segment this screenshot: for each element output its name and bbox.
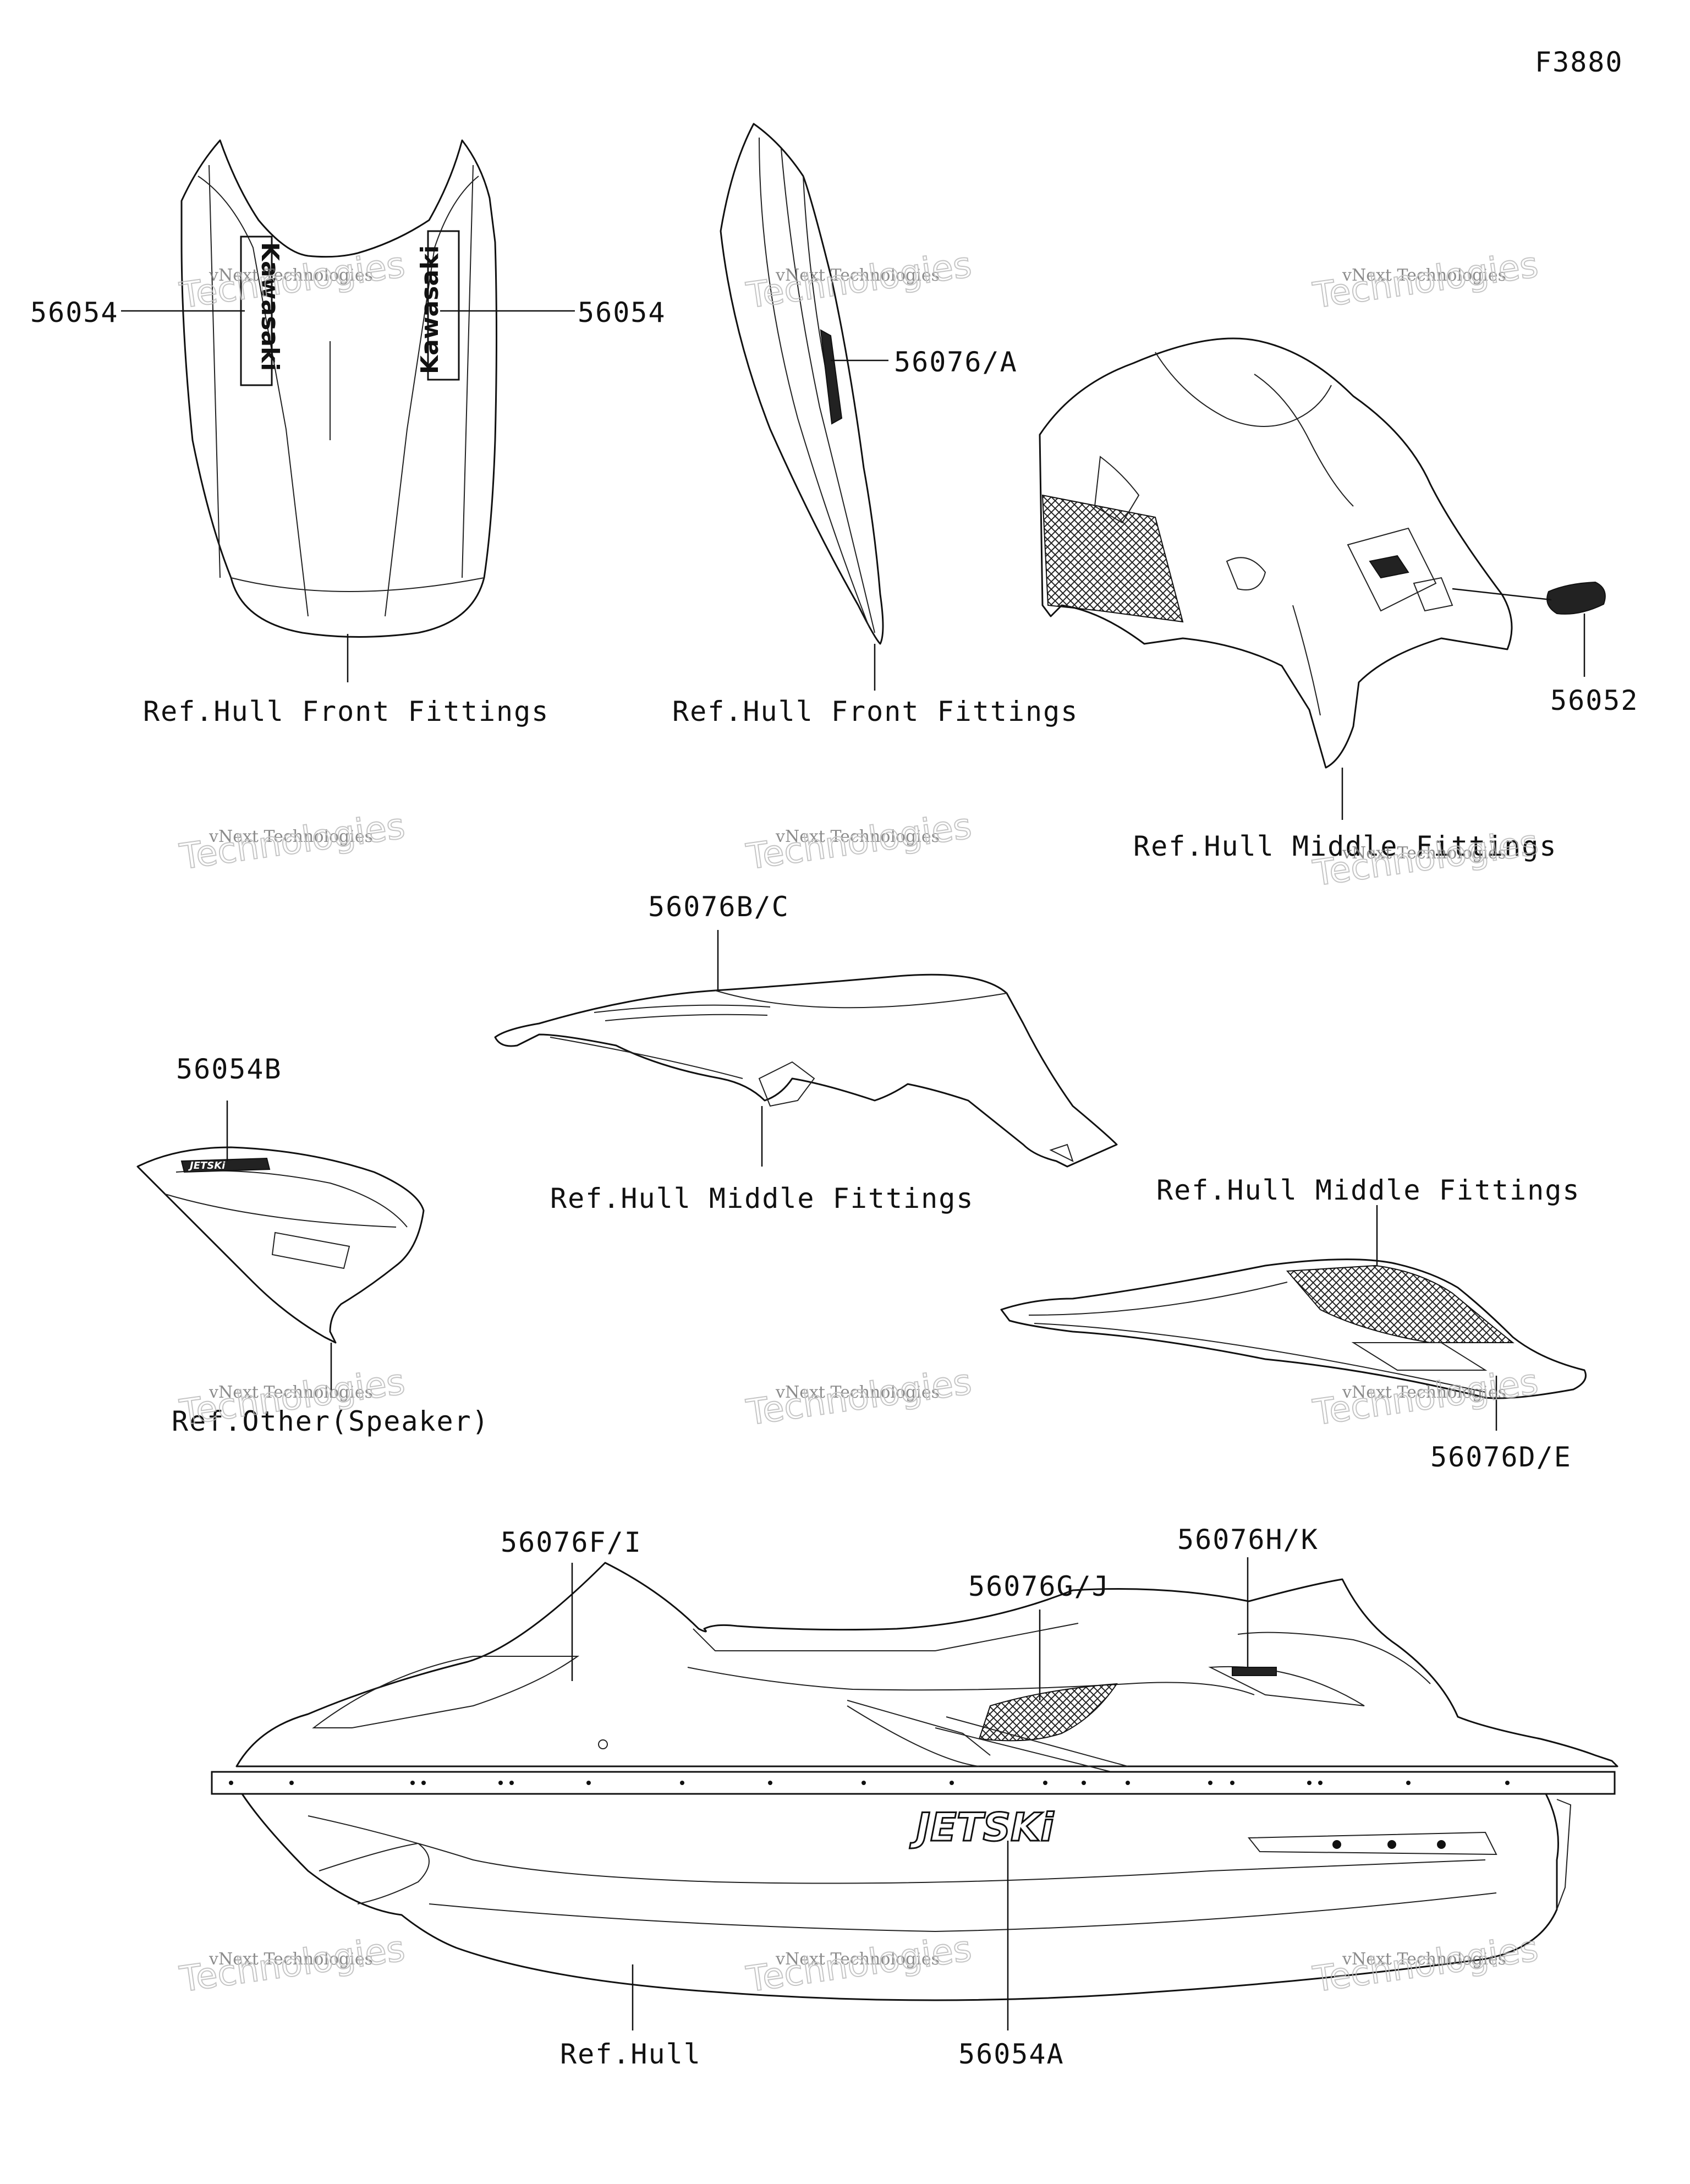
ref-hull-middle-fittings-a: Ref.Hull Middle Fittings [1133,830,1557,862]
rear-badge-decal [1546,581,1606,615]
gunwale-rail [211,1771,1616,1795]
watermark-text: vNext Technologies [208,1383,373,1402]
callout-56076-b-c: 56076B/C [648,891,789,923]
callout-56076-g-j: 56076G/J [968,1570,1110,1602]
kawasaki-decal-text-left: Kawasaki [256,242,284,371]
watermark-text: vNext Technologies [1342,266,1506,285]
ref-hull-middle-fittings-c: Ref.Hull Middle Fittings [1156,1174,1580,1206]
hull-middle-part [1039,337,1606,820]
callout-56054-b: 56054B [176,1053,282,1085]
ref-hull-front-fittings-a: Ref.Hull Front Fittings [143,696,549,727]
hull-mid-grille-decal [978,1683,1118,1742]
front-cowl-part: Kawasaki Kawasaki [121,139,575,682]
front-side-panel-part [720,123,888,691]
kawasaki-decal-left: Kawasaki [240,236,284,386]
speaker-housing-part: JETSKi [136,1101,425,1398]
watermark-text: vNext Technologies [775,1950,940,1969]
watermark-text: Technologies [744,1362,974,1434]
ref-hull: Ref.Hull [560,2038,701,2070]
watermark-text: vNext Technologies [208,827,373,846]
callout-56076-a: 56076/A [894,346,1018,378]
full-hull-part: JETSKi [211,1557,1618,2030]
watermark-text: Technologies [744,806,974,878]
watermark-text: vNext Technologies [775,827,940,846]
callout-56076-d-e: 56076D/E [1430,1441,1572,1473]
figure-code: F3880 [1535,46,1623,78]
kawasaki-decal-text-right: Kawasaki [416,245,444,374]
watermark-text: vNext Technologies [775,1383,940,1402]
watermark-text: vNext Technologies [1342,844,1506,863]
middle-top-cover-part [494,930,1118,1168]
callout-56054-a: 56054A [958,2038,1065,2070]
watermark-text: Technologies [744,1929,974,2001]
jetski-logo-decal: JETSKi [909,1804,1055,1851]
callout-56052: 56052 [1550,685,1639,716]
watermark-text: Technologies [177,1929,407,2001]
kawasaki-decal-right: Kawasaki [416,230,460,381]
watermark-text: vNext Technologies [1342,1383,1506,1402]
watermark-text: Technologies [744,245,974,317]
ref-hull-front-fittings-b: Ref.Hull Front Fittings [672,696,1078,727]
watermark-text: Technologies [1310,245,1540,317]
watermark-group: vNext Technologies Technologies vNext Te… [177,244,1541,2001]
watermark-text: vNext Technologies [1342,1950,1506,1969]
callout-56076-h-k: 56076H/K [1177,1524,1319,1556]
watermark-text: vNext Technologies [775,266,940,285]
side-rail-part [1000,1205,1587,1431]
watermark-text: vNext Technologies [208,266,373,285]
ref-hull-middle-fittings-b: Ref.Hull Middle Fittings [550,1183,974,1214]
jetski-logo-text: JETSKi [909,1805,1054,1850]
small-jetski-badge: JETSKi [188,1160,226,1172]
ref-other-speaker: Ref.Other(Speaker) [172,1405,490,1437]
watermark-text: Technologies [177,806,407,878]
callout-56054-left: 56054 [30,297,119,329]
watermark-text: vNext Technologies [208,1950,373,1969]
watermark-text: Technologies [1310,1362,1540,1434]
watermark-text: Technologies [1310,1929,1540,2001]
callout-56054-right: 56054 [578,297,666,329]
callout-56076-f-i: 56076F/I [501,1526,642,1558]
